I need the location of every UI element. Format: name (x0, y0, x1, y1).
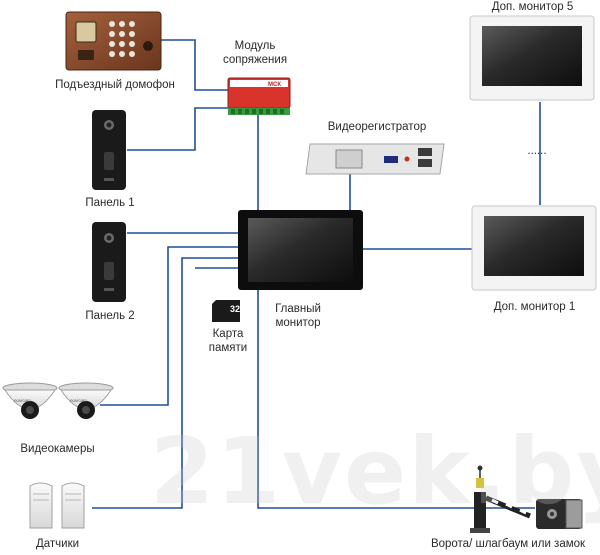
card-capacity-text: 32 (230, 304, 240, 314)
main-monitor-label-line2: монитор (275, 317, 321, 329)
memory-card-device: 32 (212, 300, 240, 322)
module-label: Модуль сопряжения (200, 39, 310, 67)
cameras-device: novicam novicam (2, 382, 114, 419)
dvr-device (305, 143, 445, 175)
intercom-keypad (109, 21, 135, 57)
panel2-label: Панель 2 (85, 310, 135, 322)
memory-card-label: Карта памяти (198, 327, 258, 355)
monitor5-device (469, 15, 595, 101)
camera1-brand-text: novicam (14, 398, 31, 403)
intercom-device (65, 11, 162, 71)
wire-cameras-main-monitor (100, 246, 240, 406)
gate-device (470, 465, 531, 533)
module-device: МСК (227, 77, 291, 115)
module-brand-text: МСК (268, 82, 281, 88)
module-label-text: Модуль сопряжения (222, 40, 288, 66)
sensors-device (29, 482, 85, 529)
camera2-brand-text: novicam (70, 398, 87, 403)
monitor1-device (471, 205, 597, 291)
wire-intercom-module (160, 39, 228, 91)
wires (92, 39, 541, 509)
monitor5-label: Доп. монитор 5 (491, 1, 574, 13)
cameras-label: Видеокамеры (20, 443, 95, 455)
intercom-label: Подъездный домофон (55, 79, 175, 91)
sensors-label: Датчики (35, 538, 80, 550)
wire-panel1-module (127, 107, 228, 151)
ellipsis-label: ...... (527, 145, 547, 157)
main-monitor-label: Главный монитор (258, 302, 338, 330)
main-monitor-label-line1: Главный (275, 303, 321, 315)
panel1-device (92, 110, 126, 190)
gate-label: Ворота/ шлагбаум или замок (430, 538, 586, 550)
memory-card-label-line2: памяти (208, 342, 248, 354)
wire-sensors-main-monitor (92, 257, 240, 509)
dvr-label: Видеорегистратор (327, 121, 427, 133)
main-monitor-device (238, 210, 363, 290)
memory-card-label-line1: Карта (212, 328, 244, 340)
monitor1-label: Доп. монитор 1 (493, 301, 576, 313)
wire-main-monitor-gate (257, 290, 535, 509)
panel2-device (92, 222, 126, 302)
panel1-label: Панель 1 (85, 197, 135, 209)
lock-device (536, 499, 583, 529)
